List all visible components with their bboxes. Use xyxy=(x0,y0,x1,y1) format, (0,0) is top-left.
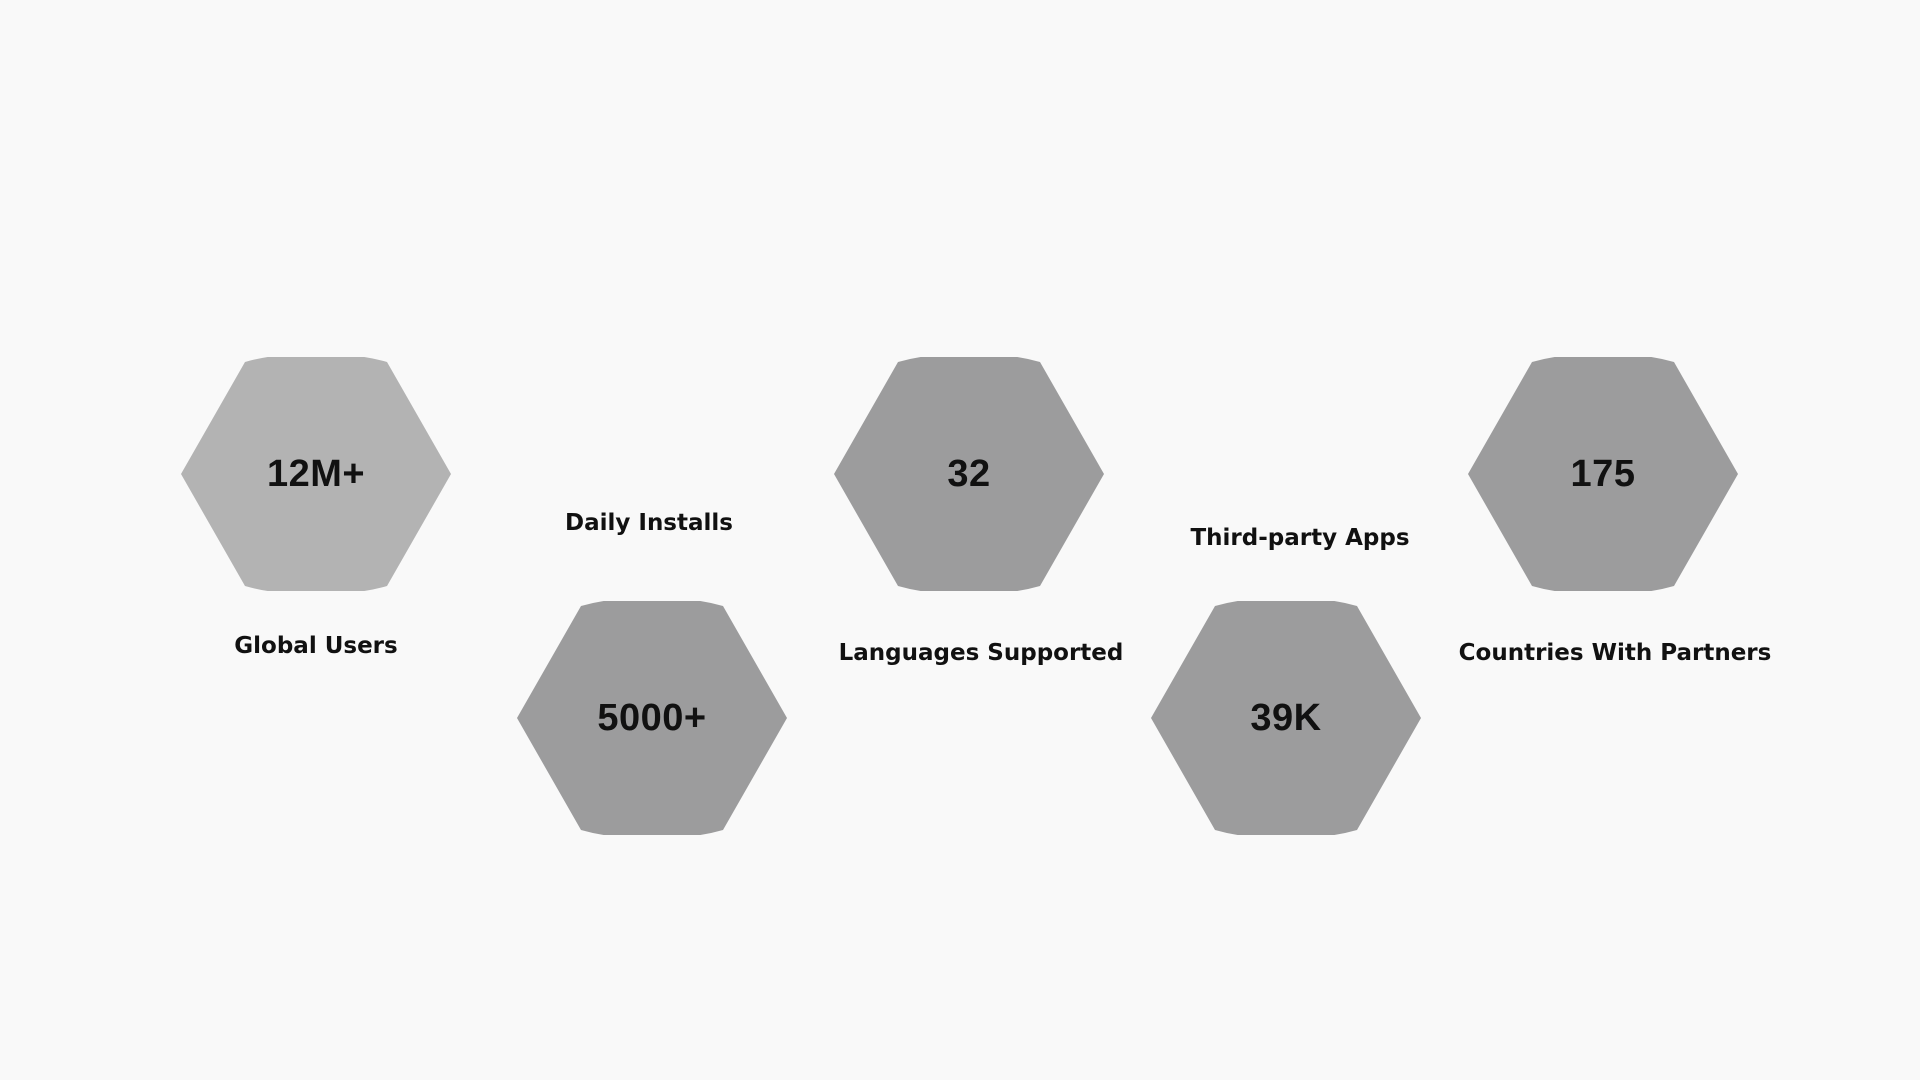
stat-hexagon-countries: 175 xyxy=(1468,357,1738,591)
hexagon-shape xyxy=(834,357,1104,591)
hexagon-shape xyxy=(517,601,787,835)
stat-hexagon-daily-installs: 5000+ xyxy=(517,601,787,835)
stat-label: Daily Installs xyxy=(565,510,733,536)
stat-label: Global Users xyxy=(234,633,398,659)
stat-label: Third-party Apps xyxy=(1190,525,1410,551)
hexagon-shape xyxy=(1468,357,1738,591)
stat-value: 5000+ xyxy=(597,696,707,739)
stat-value: 175 xyxy=(1570,452,1636,495)
stat-label: Languages Supported xyxy=(838,640,1124,666)
stat-label: Countries With Partners xyxy=(1458,640,1772,666)
stat-value: 39K xyxy=(1250,696,1322,739)
stat-value: 12M+ xyxy=(266,452,366,495)
stat-hexagon-third-party-apps: 39K xyxy=(1151,601,1421,835)
stat-hexagon-languages: 32 xyxy=(834,357,1104,591)
stat-hexagon-global-users: 12M+ xyxy=(181,357,451,591)
stat-value: 32 xyxy=(947,452,991,495)
hexagon-shape xyxy=(1151,601,1421,835)
hexagon-shape xyxy=(181,357,451,591)
